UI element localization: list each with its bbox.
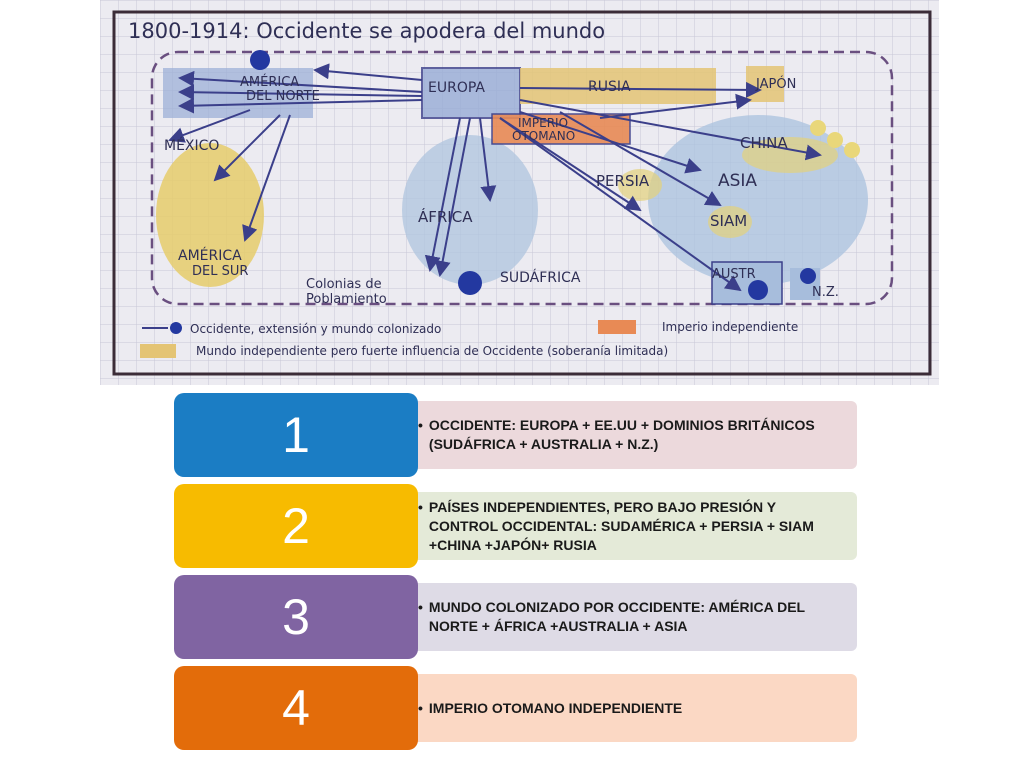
label-nz: N.Z. (812, 285, 839, 300)
label-america-norte-2: DEL NORTE (246, 89, 320, 104)
row-text-box-4: •IMPERIO OTOMANO INDEPENDIENTE (410, 674, 857, 742)
row-number-2: 2 (174, 484, 418, 568)
label-imperio: IMPERIO (518, 116, 568, 130)
map-image: 1800-1914: Occidente se apodera del mund… (100, 0, 939, 385)
legend-item-3: Mundo independiente pero fuerte influenc… (196, 344, 668, 358)
label-persia: PERSIA (596, 172, 650, 190)
label-china: CHINA (740, 134, 788, 152)
row-text-box-2: •PAÍSES INDEPENDIENTES, PERO BAJO PRESIÓ… (410, 492, 857, 560)
row-text-3: MUNDO COLONIZADO POR OCCIDENTE: AMÉRICA … (428, 599, 805, 634)
dot-sudafrica (458, 271, 482, 295)
row-1: 1 •OCCIDENTE: EUROPA + EE.UU + DOMINIOS … (174, 393, 859, 477)
label-america-sur-1: AMÉRICA (178, 247, 242, 264)
legend-swatch-yellow (140, 344, 176, 358)
region-south-america (156, 143, 264, 287)
legend-item-1: Occidente, extensión y mundo colonizado (190, 322, 441, 336)
label-siam: SIAM (710, 212, 747, 230)
label-sudafrica: SUDÁFRICA (500, 269, 581, 286)
label-colonias-2: Poblamiento (306, 292, 387, 307)
label-asia: ASIA (718, 171, 757, 191)
row-text-box-3: •MUNDO COLONIZADO POR OCCIDENTE: AMÉRICA… (410, 583, 857, 651)
region-europa (421, 67, 521, 119)
dot-australia (748, 280, 768, 300)
label-america-norte-1: AMÉRICA (240, 74, 299, 90)
row-text-4: IMPERIO OTOMANO INDEPENDIENTE (428, 699, 683, 716)
row-4: 4 •IMPERIO OTOMANO INDEPENDIENTE (174, 666, 859, 750)
map-drawing: 1800-1914: Occidente se apodera del mund… (100, 0, 939, 385)
row-number-3: 3 (174, 575, 418, 659)
row-number-1: 1 (174, 393, 418, 477)
label-australia: AUSTR (712, 267, 756, 282)
row-3: 3 •MUNDO COLONIZADO POR OCCIDENTE: AMÉRI… (174, 575, 859, 659)
region-siam (708, 206, 752, 238)
label-america-sur-2: DEL SUR (192, 264, 248, 279)
row-text-box-1: •OCCIDENTE: EUROPA + EE.UU + DOMINIOS BR… (410, 401, 857, 469)
legend-dot-icon (170, 322, 182, 334)
dot-nz (800, 268, 816, 284)
row-2: 2 •PAÍSES INDEPENDIENTES, PERO BAJO PRES… (174, 484, 859, 568)
label-otomano: OTOMANO (512, 129, 575, 143)
dot-north-america (250, 50, 270, 70)
row-text-1: OCCIDENTE: EUROPA + EE.UU + DOMINIOS BRI… (428, 417, 815, 452)
region-australia (711, 261, 783, 305)
row-text-2: PAÍSES INDEPENDIENTES, PERO BAJO PRESIÓN… (428, 498, 814, 553)
label-europa: EUROPA (428, 80, 485, 96)
region-africa (402, 135, 538, 285)
label-rusia: RUSIA (588, 79, 631, 95)
legend-swatch-orange (598, 320, 636, 334)
label-africa: ÁFRICA (418, 207, 473, 226)
label-mexico: MÉXICO (164, 137, 219, 154)
map-title: 1800-1914: Occidente se apodera del mund… (128, 19, 605, 43)
legend-item-2: Imperio independiente (662, 320, 798, 334)
label-colonias-1: Colonias de (306, 277, 382, 292)
region-persia (618, 169, 662, 201)
label-japon: JAPÓN (755, 76, 796, 92)
row-number-4: 4 (174, 666, 418, 750)
region-rusia (520, 68, 716, 104)
